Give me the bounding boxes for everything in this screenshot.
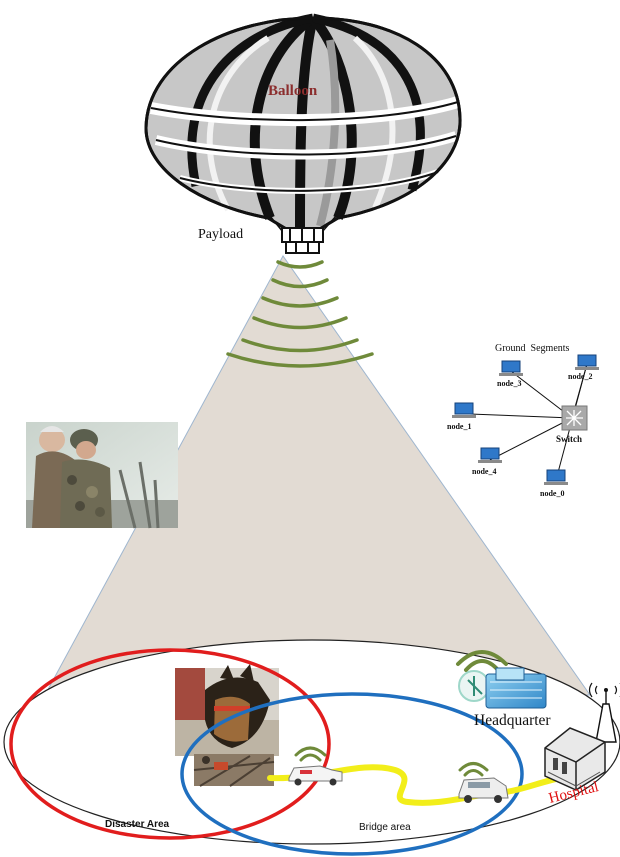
node-4-label: node_4 <box>472 467 496 476</box>
computer-icon-node-1 <box>452 402 476 418</box>
disaster-area-circle <box>9 648 331 840</box>
headquarter-icon <box>458 667 547 709</box>
signal-waves <box>226 260 374 368</box>
ground-segments-title: Ground Segments <box>495 343 570 354</box>
bridge-area-circle <box>180 692 524 856</box>
node-0-label: node_0 <box>540 489 564 498</box>
debris-photo <box>193 754 275 787</box>
balloon-icon <box>144 13 462 232</box>
computer-icon-node-0 <box>544 469 568 485</box>
wifi-signal-icon-hq <box>456 650 508 672</box>
node-1-label: node_1 <box>447 422 471 431</box>
hospital-icon <box>544 727 606 791</box>
computer-icon-node-4 <box>478 447 502 463</box>
car-icon-ambulance <box>288 765 343 786</box>
payload-icon <box>269 215 337 254</box>
payload-label: Payload <box>198 227 243 242</box>
headquarter-label: Headquarter <box>474 712 551 729</box>
ground-area-ellipse <box>3 639 620 845</box>
car-icon-suv <box>458 777 509 803</box>
switch-icon <box>561 405 588 431</box>
rescue-dog-photo <box>175 664 279 756</box>
switch-label: Switch <box>556 434 582 444</box>
wifi-signal-icon-car1 <box>294 746 327 762</box>
computer-icon-node-2 <box>575 354 599 370</box>
computer-icon-node-3 <box>499 360 523 376</box>
disaster-area-label: Disaster Area <box>105 819 170 830</box>
road-path <box>267 764 563 806</box>
balloon-label: Balloon <box>268 83 318 99</box>
node-3-label: node_3 <box>497 379 521 388</box>
soldier-rescue-photo <box>26 422 178 529</box>
node-2-label: node_2 <box>568 372 592 381</box>
antenna-tower-icon <box>588 682 620 743</box>
bridge-area-label: Bridge area <box>359 822 411 833</box>
wifi-signal-icon-car2 <box>458 762 489 777</box>
